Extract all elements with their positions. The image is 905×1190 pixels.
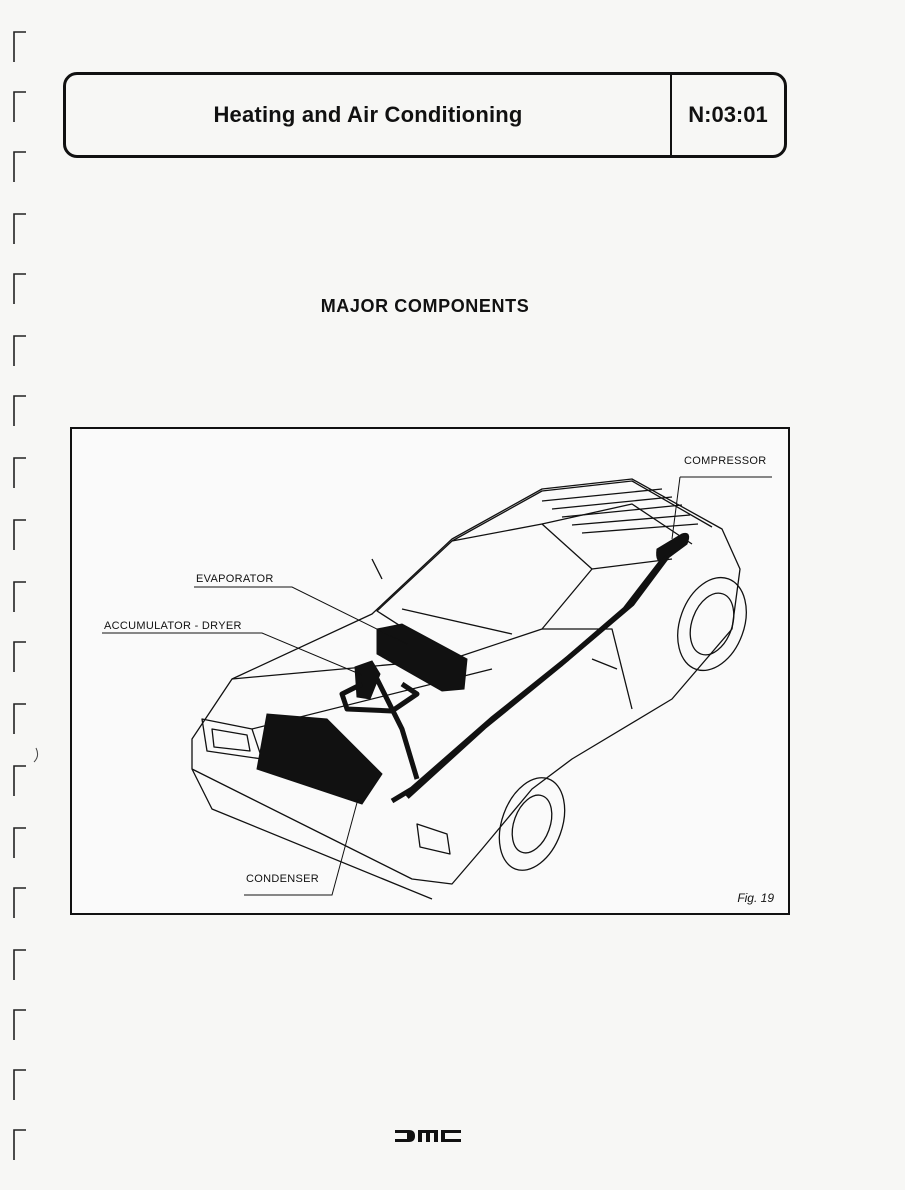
compressor-label: COMPRESSOR (684, 455, 767, 467)
accumulator-dryer-label: ACCUMULATOR - DRYER (104, 620, 242, 632)
figure-frame: COMPRESSOR EVAPORATOR ACCUMULATOR - DRYE… (70, 427, 790, 915)
evaporator-label: EVAPORATOR (196, 573, 274, 585)
binder-punch-marks (13, 31, 39, 1160)
car-illustration (102, 476, 772, 900)
figure-caption: Fig. 19 (737, 891, 774, 905)
page-title: Heating and Air Conditioning (213, 102, 523, 127)
section-code: N:03:01 (670, 75, 784, 155)
header-box: Heating and Air Conditioning N:03:01 (63, 72, 787, 158)
condenser-label: CONDENSER (246, 873, 319, 885)
dmc-logo (395, 1130, 461, 1142)
section-heading: MAJOR COMPONENTS (320, 296, 530, 316)
